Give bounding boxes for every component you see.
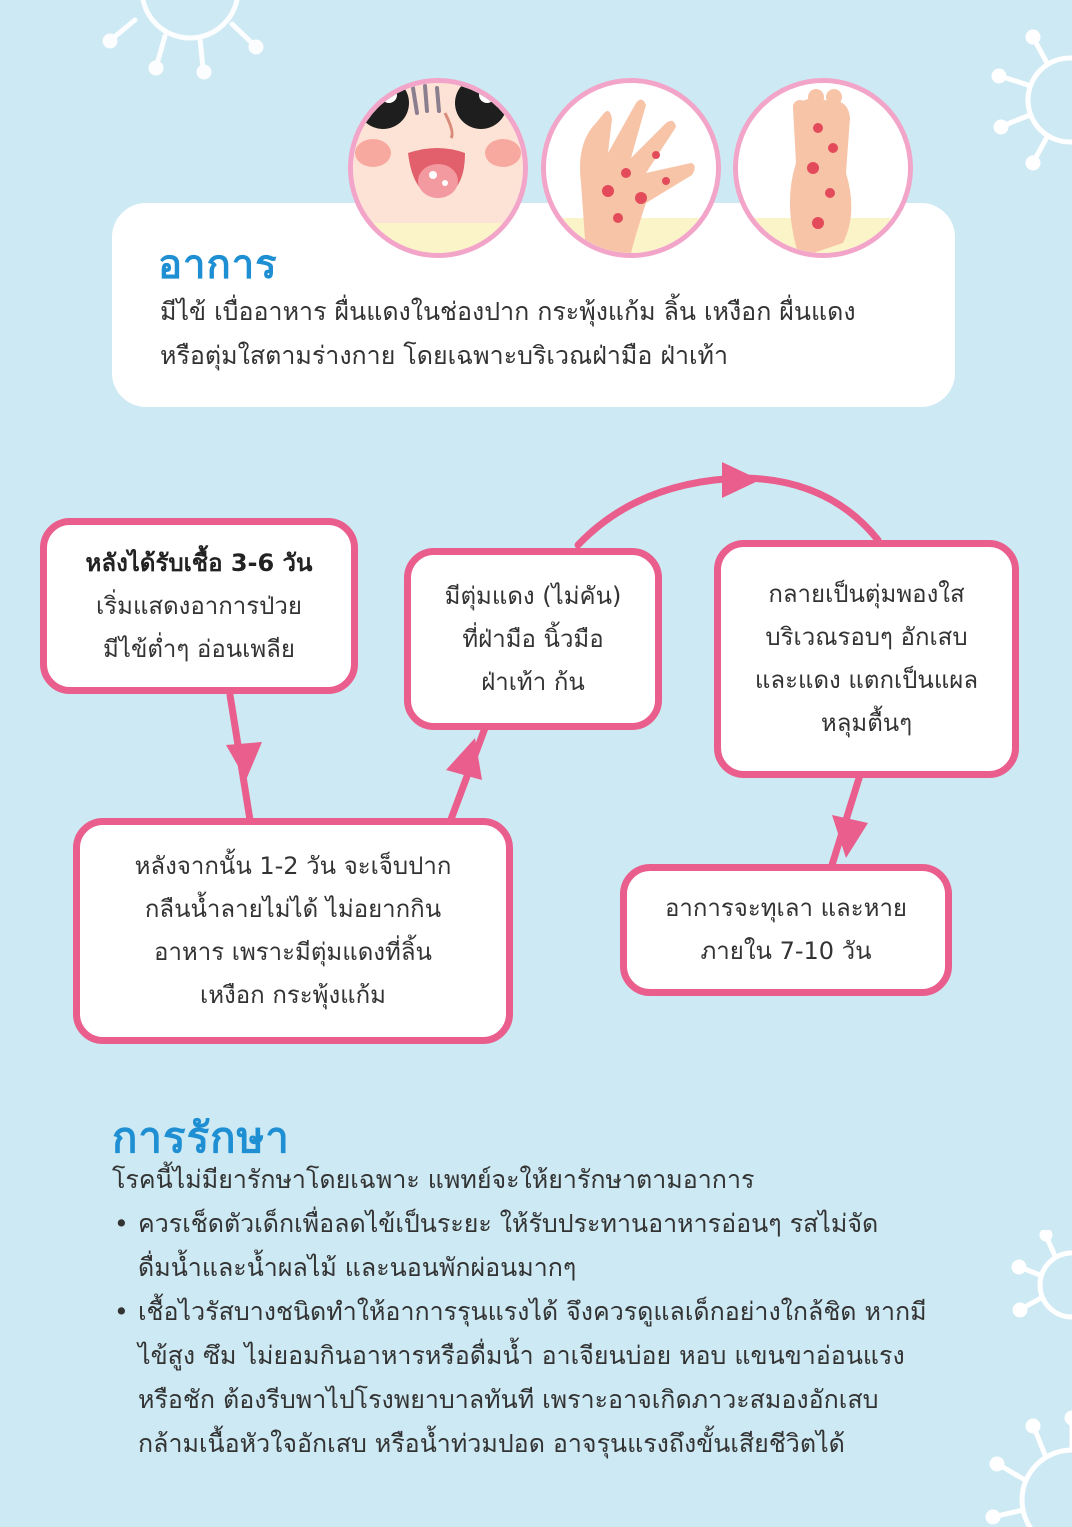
list-item-line: เชื้อไวรัสบางชนิดทำให้อาการรุนแรงได้ จึง… bbox=[138, 1297, 927, 1326]
timeline-step-2: หลังจากนั้น 1-2 วัน จะเจ็บปาก กลืนน้ำลาย… bbox=[73, 818, 513, 1044]
list-item-line: ดื่มน้ำและน้ำผลไม้ และนอนพักผ่อนมากๆ bbox=[138, 1253, 577, 1282]
timeline-step-5: อาการจะทุเลา และหาย ภายใน 7-10 วัน bbox=[620, 864, 952, 996]
step-line: มีไข้ต่ำๆ อ่อนเพลีย bbox=[103, 634, 295, 663]
treatment-intro: โรคนี้ไม่มียารักษาโดยเฉพาะ แพทย์จะให้ยาร… bbox=[112, 1165, 755, 1194]
symptom-line: มีไข้ เบื่ออาหาร ผื่นแดงในช่องปาก กระพุ้… bbox=[160, 297, 856, 326]
arrow-head-up bbox=[446, 738, 482, 780]
mouth-sores-illustration bbox=[348, 78, 528, 258]
virus-icon bbox=[985, 1410, 1072, 1527]
step-line: และแดง แตกเป็นแผล bbox=[754, 666, 979, 694]
treatment-list: • ควรเช็ดตัวเด็กเพื่อลดไข้เป็นระยะ ให้รั… bbox=[112, 1202, 927, 1466]
list-item-line: กล้ามเนื้อหัวใจอักเสบ หรือน้ำท่วมปอด อาจ… bbox=[138, 1429, 845, 1458]
step-line: เริ่มแสดงอาการป่วย bbox=[96, 591, 302, 620]
virus-icon bbox=[102, 0, 264, 80]
bullet-icon: • bbox=[114, 1297, 129, 1326]
symptom-line: หรือตุ่มใสตามร่างกาย โดยเฉพาะบริเวณฝ่ามื… bbox=[160, 341, 729, 370]
arrow-head-down bbox=[226, 742, 262, 780]
step-line: หลังจากนั้น 1-2 วัน จะเจ็บปาก bbox=[134, 852, 452, 880]
virus-icon bbox=[991, 29, 1072, 171]
hand-rash-illustration bbox=[541, 78, 721, 258]
step-line: ที่ฝ่ามือ นิ้วมือ bbox=[462, 624, 604, 653]
step-line: กลืนน้ำลายไม่ได้ ไม่อยากกิน bbox=[144, 895, 442, 923]
step-line: ภายใน 7-10 วัน bbox=[700, 937, 872, 965]
step-line: ฝ่าเท้า ก้น bbox=[481, 667, 585, 696]
treatment-heading: การรักษา bbox=[112, 1113, 290, 1162]
list-item-line: หรือชัก ต้องรีบพาไปโรงพยาบาลทันที เพราะอ… bbox=[138, 1385, 879, 1414]
step-line: อาหาร เพราะมีตุ่มแดงที่ลิ้น bbox=[154, 938, 432, 966]
symptom-heading: อาการ bbox=[158, 242, 278, 288]
timeline-step-1: หลังได้รับเชื้อ 3-6 วัน เริ่มแสดงอาการป่… bbox=[40, 518, 358, 694]
step-line: อาการจะทุเลา และหาย bbox=[664, 894, 907, 922]
list-item-line: ไข้สูง ซึม ไม่ยอมกินอาหารหรือดื่มน้ำ อาเ… bbox=[138, 1341, 905, 1370]
foot-rash-illustration bbox=[733, 78, 913, 258]
step-title: หลังได้รับเชื้อ 3-6 วัน bbox=[85, 548, 313, 577]
timeline-step-4: กลายเป็นตุ่มพองใส บริเวณรอบๆ อักเสบ และแ… bbox=[714, 540, 1019, 778]
list-item: • ควรเช็ดตัวเด็กเพื่อลดไข้เป็นระยะ ให้รั… bbox=[112, 1202, 927, 1290]
step-line: หลุมตื้นๆ bbox=[820, 709, 913, 737]
step-line: เหงือก กระพุ้งแก้ม bbox=[200, 981, 386, 1009]
hand-icon bbox=[546, 83, 716, 253]
virus-icon bbox=[1011, 1230, 1072, 1320]
step-line: มีตุ่มแดง (ไม่คัน) bbox=[444, 581, 622, 610]
step-line: กลายเป็นตุ่มพองใส bbox=[768, 580, 965, 608]
list-item-line: ควรเช็ดตัวเด็กเพื่อลดไข้เป็นระยะ ให้รับป… bbox=[138, 1209, 879, 1238]
symptom-description: มีไข้ เบื่ออาหาร ผื่นแดงในช่องปาก กระพุ้… bbox=[160, 290, 940, 378]
list-item: • เชื้อไวรัสบางชนิดทำให้อาการรุนแรงได้ จ… bbox=[112, 1290, 927, 1466]
timeline-step-3: มีตุ่มแดง (ไม่คัน) ที่ฝ่ามือ นิ้วมือ ฝ่า… bbox=[404, 548, 662, 730]
step-line: บริเวณรอบๆ อักเสบ bbox=[765, 623, 968, 651]
arrow-head-right bbox=[722, 462, 760, 498]
bullet-icon: • bbox=[114, 1209, 129, 1238]
arrow-head-down bbox=[832, 815, 868, 858]
